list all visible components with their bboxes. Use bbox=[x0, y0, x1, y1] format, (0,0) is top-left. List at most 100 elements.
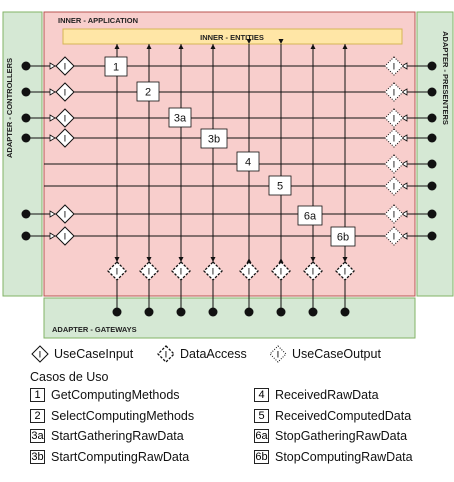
entity-arrow-3 bbox=[178, 44, 184, 49]
usecase-output-1-glyph: I bbox=[393, 63, 396, 73]
controllers-panel bbox=[2, 11, 43, 297]
usecase-output-5-glyph: I bbox=[393, 161, 396, 171]
usecase-output-7 bbox=[384, 204, 404, 224]
output-arrow-5 bbox=[401, 160, 408, 168]
usecase-input-1-glyph: I bbox=[64, 63, 67, 73]
output-arrow-6 bbox=[401, 182, 408, 190]
data-access-icon: I bbox=[157, 345, 175, 363]
use-case-name: StopComputingRawData bbox=[275, 449, 413, 464]
use-case-name: StartGatheringRawData bbox=[51, 429, 184, 443]
usecase-output-5 bbox=[384, 154, 404, 174]
controller-dot-7 bbox=[21, 209, 31, 219]
use-case-name: ReceivedRawData bbox=[275, 388, 379, 402]
gateway-dot-4 bbox=[208, 307, 218, 317]
svg-text:I: I bbox=[277, 351, 280, 361]
data-access-5-glyph: I bbox=[248, 268, 251, 278]
usecase-input-4 bbox=[55, 128, 75, 148]
controller-dot-8 bbox=[21, 231, 31, 241]
output-arrow-3 bbox=[401, 114, 408, 122]
data-access-8 bbox=[335, 261, 355, 281]
usecase-input-2 bbox=[55, 82, 75, 102]
use-case-name: ReceivedComputedData bbox=[275, 408, 412, 423]
input-arrow-4 bbox=[49, 134, 56, 142]
use-case-id-box: 6b bbox=[254, 449, 269, 464]
use-case-id-box: 2 bbox=[30, 408, 45, 423]
usecase-box-4-label: 4 bbox=[245, 157, 251, 169]
use-case-id-box: 3b bbox=[30, 449, 45, 464]
dataaccess-arrow-6 bbox=[278, 258, 284, 263]
usecase-output-4 bbox=[384, 128, 404, 148]
gateways-panel bbox=[43, 297, 416, 339]
data-access-2-glyph: I bbox=[148, 268, 151, 278]
output-arrow-8 bbox=[401, 232, 408, 240]
gateway-dot-5 bbox=[244, 307, 254, 317]
usecase-box-6b bbox=[330, 226, 356, 247]
usecase-input-2-glyph: I bbox=[64, 89, 67, 99]
output-arrow-4 bbox=[401, 134, 408, 142]
presenter-dot-6 bbox=[427, 181, 437, 191]
input-arrow-2 bbox=[49, 88, 56, 96]
usecase-input-8 bbox=[55, 226, 75, 246]
data-access-1 bbox=[107, 261, 127, 281]
gateway-dot-3 bbox=[176, 307, 186, 317]
output-arrow-2 bbox=[401, 88, 408, 96]
presenter-dot-7 bbox=[427, 209, 437, 219]
usecase-input-8-glyph: I bbox=[64, 233, 67, 243]
usecase-output-2 bbox=[384, 82, 404, 102]
output-arrow-7 bbox=[401, 210, 408, 218]
data-access-3-glyph: I bbox=[180, 268, 183, 278]
usecase-input-3 bbox=[55, 108, 75, 128]
usecase-output-icon: I bbox=[269, 345, 287, 363]
usecase-input-4-glyph: I bbox=[64, 135, 67, 145]
input-arrow-3 bbox=[49, 114, 56, 122]
use-case-name: GetComputingMethods bbox=[51, 388, 180, 402]
usecase-output-2-glyph: I bbox=[393, 89, 396, 99]
presenter-dot-2 bbox=[427, 87, 437, 97]
use-case-id-box: 6a bbox=[254, 429, 269, 443]
gateway-dot-8 bbox=[340, 307, 350, 317]
usecase-box-2 bbox=[136, 81, 160, 102]
entities-panel bbox=[62, 28, 403, 45]
data-access-6 bbox=[271, 261, 291, 281]
dataaccess-arrow-1 bbox=[114, 257, 120, 262]
dataaccess-arrow-3 bbox=[178, 257, 184, 262]
data-access-4 bbox=[203, 261, 223, 281]
entity-arrow-5 bbox=[246, 39, 252, 44]
entities-label: INNER - ENTITIES bbox=[200, 33, 264, 42]
data-access-8-glyph: I bbox=[344, 268, 347, 278]
use-case-id-box: 1 bbox=[30, 388, 45, 402]
use-case-id-box: 4 bbox=[254, 388, 269, 402]
usecase-box-3a bbox=[168, 107, 192, 128]
presenters-panel bbox=[416, 11, 454, 297]
usecase-input-3-glyph: I bbox=[64, 115, 67, 125]
clean-architecture-diagram: INNER - APPLICATION INNER - ENTITIES ADA… bbox=[2, 11, 454, 339]
gateway-dot-2 bbox=[144, 307, 154, 317]
usecase-output-1 bbox=[384, 56, 404, 76]
usecase-input-7-glyph: I bbox=[64, 211, 67, 221]
usecase-box-4 bbox=[236, 151, 260, 172]
application-panel bbox=[43, 11, 416, 297]
cases-title: Casos de Uso bbox=[30, 370, 109, 384]
data-access-6-glyph: I bbox=[280, 268, 283, 278]
input-arrow-7 bbox=[49, 210, 56, 218]
output-arrow-1 bbox=[401, 62, 408, 70]
data-access-4-glyph: I bbox=[212, 268, 215, 278]
usecase-input-1 bbox=[55, 56, 75, 76]
entity-arrow-4 bbox=[210, 44, 216, 49]
presenter-dot-3 bbox=[427, 113, 437, 123]
dataaccess-arrow-2 bbox=[146, 257, 152, 262]
input-arrow-8 bbox=[49, 232, 56, 240]
dataaccess-arrow-4 bbox=[210, 257, 216, 262]
controller-dot-1 bbox=[21, 61, 31, 71]
usecase-box-3a-label: 3a bbox=[174, 113, 187, 125]
usecase-output-3-glyph: I bbox=[393, 115, 396, 125]
legend-input-label: UseCaseInput bbox=[54, 347, 134, 361]
legend-output: I UseCaseOutput bbox=[268, 344, 381, 364]
usecase-box-5-label: 5 bbox=[277, 181, 283, 193]
data-access-2 bbox=[139, 261, 159, 281]
presenter-dot-1 bbox=[427, 61, 437, 71]
usecase-box-6b-label: 6b bbox=[337, 232, 349, 244]
gateway-dot-6 bbox=[276, 307, 286, 317]
controller-dot-2 bbox=[21, 87, 31, 97]
